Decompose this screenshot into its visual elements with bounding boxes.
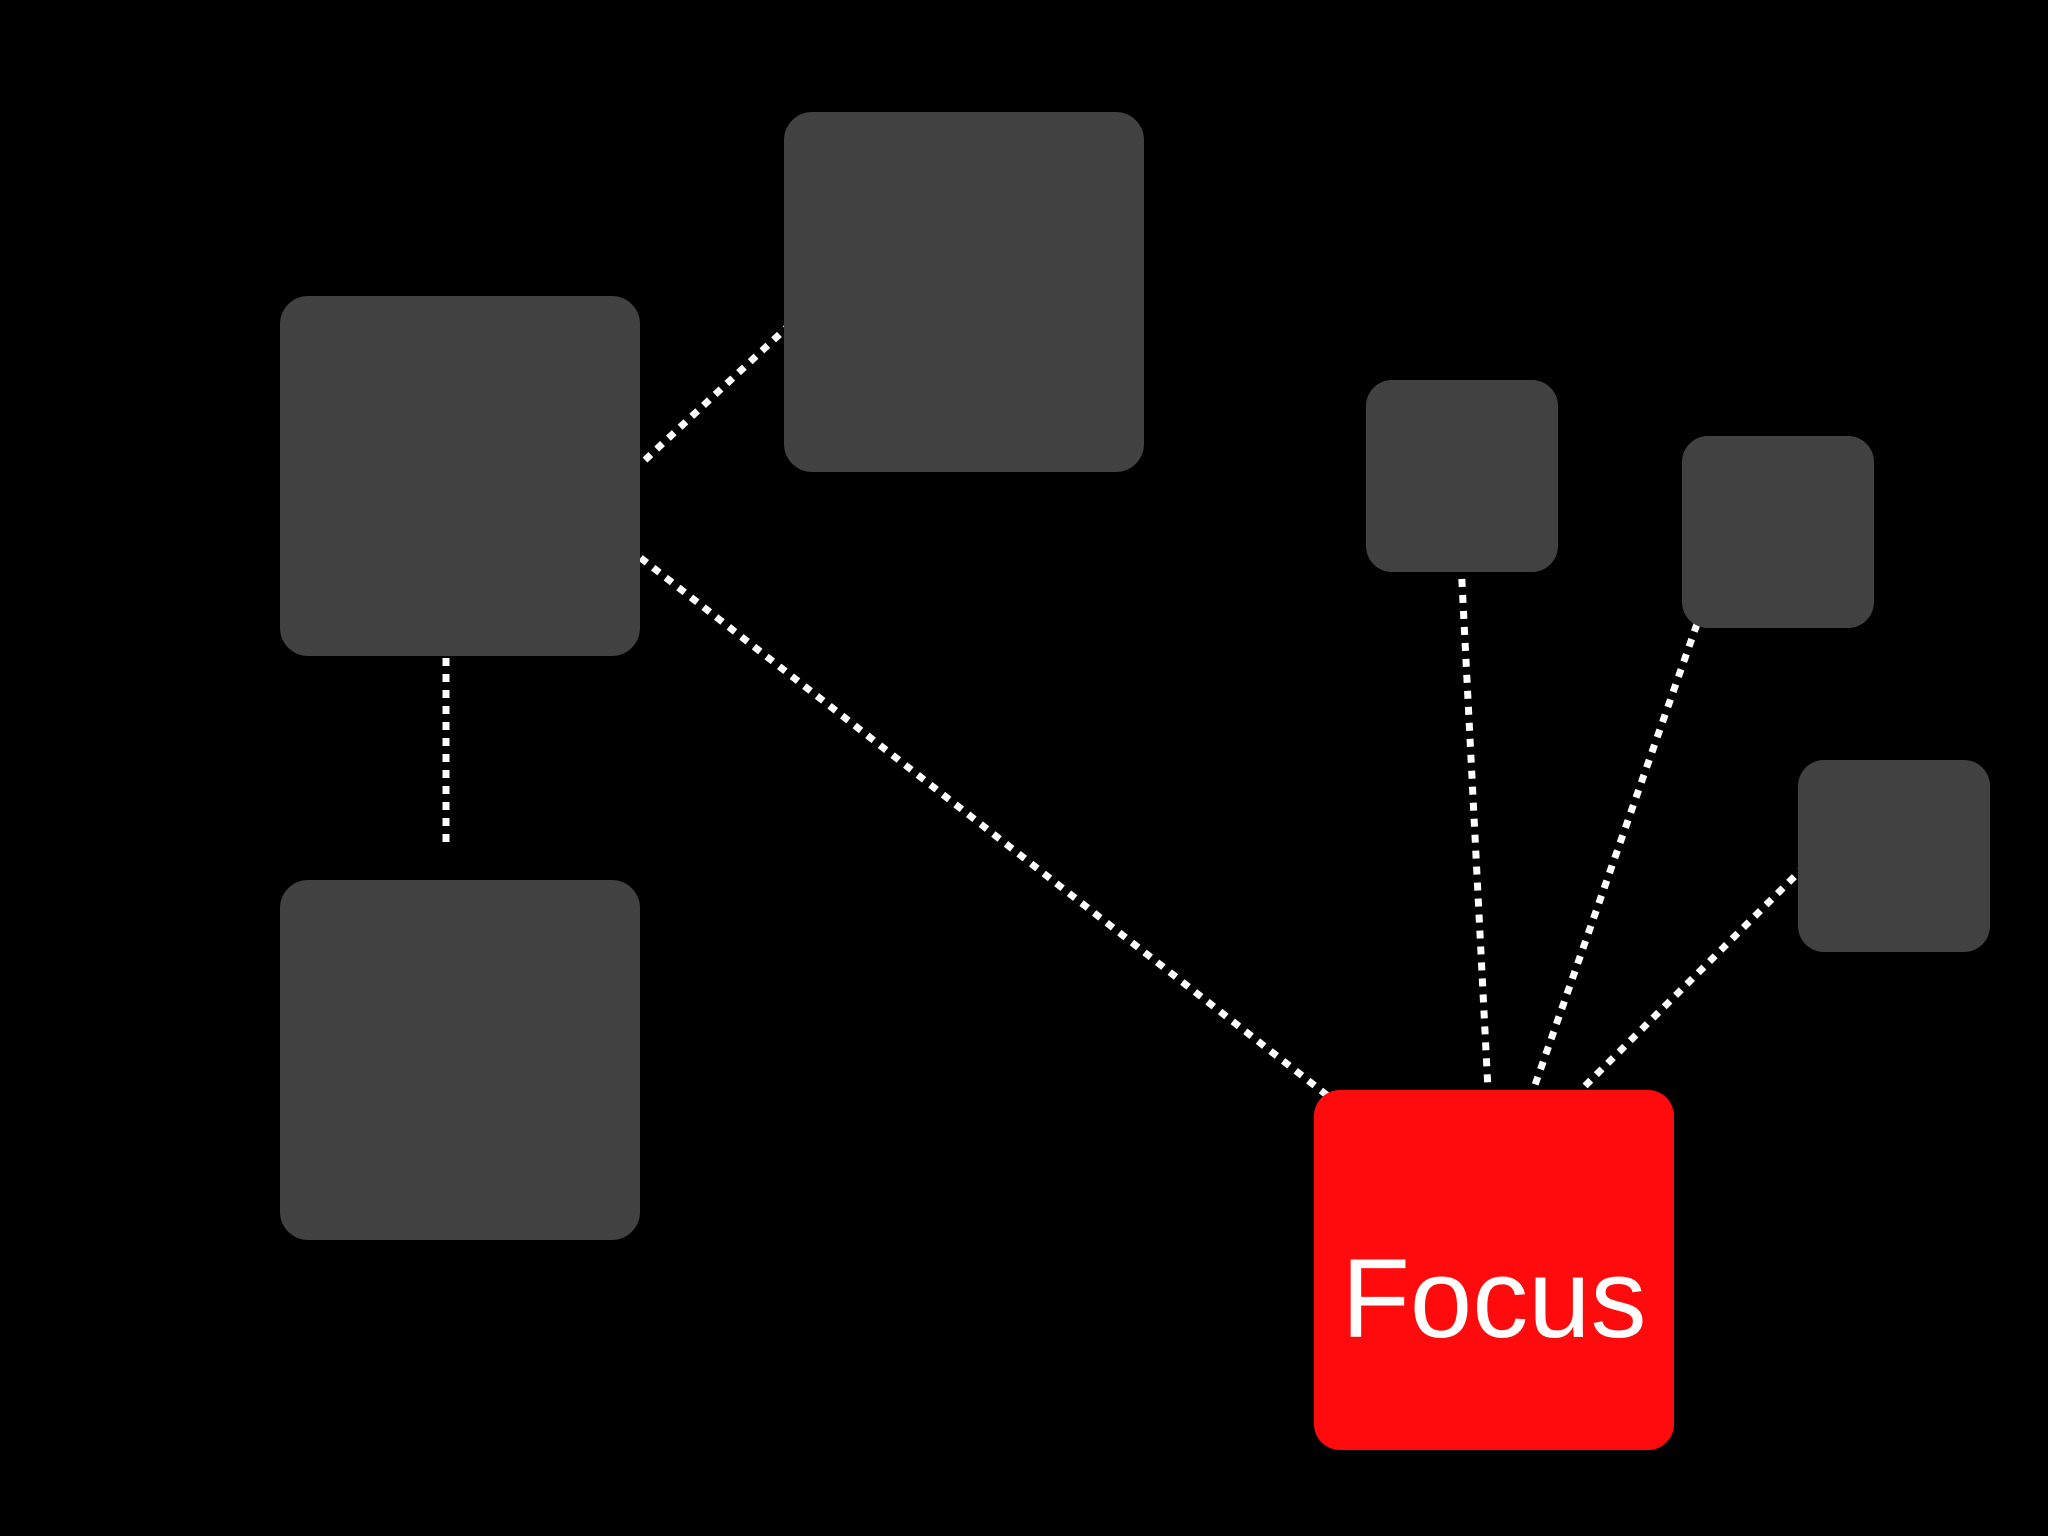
connector-left-top-to-focus	[625, 545, 1331, 1099]
node-top-middle	[784, 112, 1144, 472]
connector-small-a-to-focus	[1457, 562, 1492, 1091]
node-left-bottom	[280, 880, 640, 1240]
focus-node: Focus	[1314, 1090, 1674, 1450]
focus-box	[1314, 1090, 1674, 1450]
node-small-c	[1798, 760, 1990, 952]
connector-small-c-to-focus	[1582, 851, 1820, 1089]
node-small-b	[1682, 436, 1874, 628]
node-small-a	[1366, 380, 1558, 572]
node-left-top	[280, 296, 640, 656]
connector-small-b-to-focus	[1531, 622, 1701, 1087]
focus-label: Focus	[1342, 1236, 1647, 1361]
connector-left-top-to-top-middle	[642, 315, 800, 463]
